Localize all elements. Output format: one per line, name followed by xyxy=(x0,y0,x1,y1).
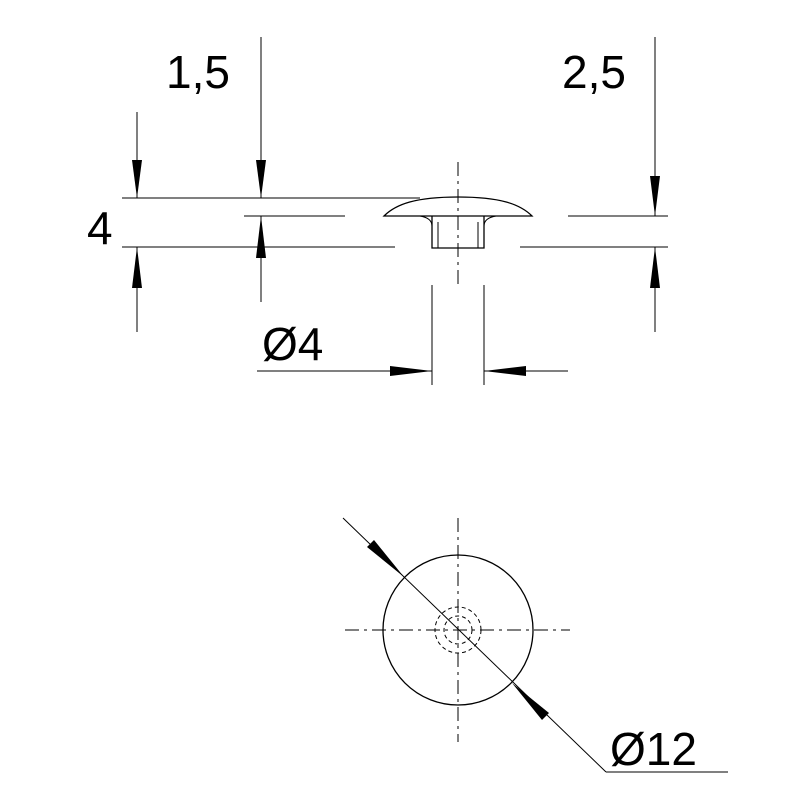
dim-flange-thickness-label: 1,5 xyxy=(166,46,230,98)
dim-head-diameter-label: Ø12 xyxy=(610,723,697,775)
dim-25-arrow-bottom xyxy=(650,247,660,288)
dim-head-height-label: 2,5 xyxy=(562,46,626,98)
top-view: Ø12 xyxy=(342,517,728,775)
dim-peg-arrow-right xyxy=(484,366,526,376)
dim-head-arrow-upper xyxy=(367,540,404,577)
cap-head xyxy=(382,196,534,217)
side-view: 4 1,5 2,5 Ø4 xyxy=(87,37,668,385)
dim-head-arrow-lower xyxy=(512,683,549,720)
dim-peg-diameter-label: Ø4 xyxy=(262,318,323,370)
peg-hidden-circle-inner xyxy=(443,615,473,645)
cap-peg xyxy=(431,216,485,249)
dim-4-arrow-bottom xyxy=(132,247,142,288)
peg-fillet xyxy=(419,215,497,227)
peg-hidden-circle-outer xyxy=(434,606,482,654)
dim-4-arrow-top xyxy=(132,160,142,198)
dim-15-arrow-top xyxy=(256,160,266,198)
dim-peg-arrow-left xyxy=(390,366,432,376)
dim-25-arrow-top xyxy=(650,176,660,216)
dim-total-height-label: 4 xyxy=(87,202,113,254)
dim-15-arrow-bottom xyxy=(256,216,266,258)
